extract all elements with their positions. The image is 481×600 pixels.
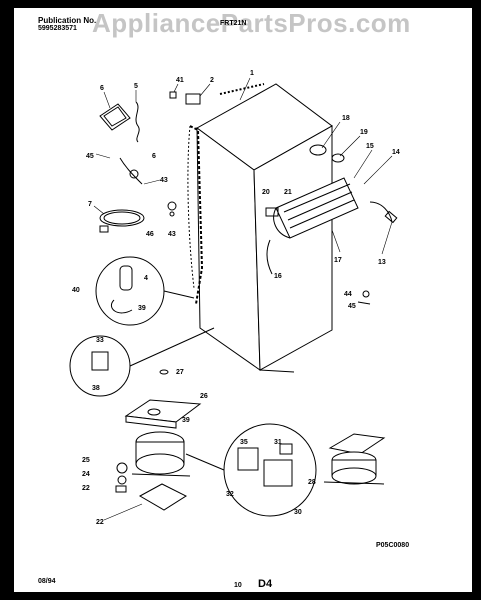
exploded-view-drawing: 1 2 41 6 5 45 6 43 7 46 43 40 4 39 33 38… xyxy=(69,70,400,526)
capillary-tube-13 xyxy=(369,201,393,223)
compressor-bracket-22 xyxy=(138,483,188,511)
callout-1: 1 xyxy=(250,70,254,77)
diagram-code: P05C0080 xyxy=(376,542,410,549)
relay-body xyxy=(91,351,109,371)
detail-circle-relay xyxy=(69,335,131,397)
wire-harness-5 xyxy=(135,101,140,143)
gasket-strip xyxy=(189,125,204,305)
footer-page-number: 10 xyxy=(234,582,242,589)
part-43 xyxy=(129,169,139,179)
gasket-side xyxy=(187,125,195,289)
screw-45 xyxy=(357,301,371,305)
callout-15: 15 xyxy=(366,143,374,150)
callout-35: 35 xyxy=(240,439,248,446)
bracket-2 xyxy=(185,93,201,105)
part-46 xyxy=(167,201,177,211)
callout-16: 16 xyxy=(274,273,282,280)
starter-relay-30 xyxy=(263,459,293,487)
callout-46: 46 xyxy=(146,231,154,238)
callout-33: 33 xyxy=(96,337,104,344)
footer-section: D4 xyxy=(258,578,273,590)
callout-45a: 45 xyxy=(86,153,94,160)
callout-19: 19 xyxy=(360,129,368,136)
callout-31: 31 xyxy=(274,439,282,446)
callout-2: 2 xyxy=(210,77,214,84)
part-frame-6 xyxy=(99,103,131,131)
relay-cover-31 xyxy=(279,443,293,455)
overload-35 xyxy=(237,447,259,471)
callout-20: 20 xyxy=(262,189,270,196)
callout-18: 18 xyxy=(342,115,350,122)
grommet-25 xyxy=(116,462,128,474)
callout-39b: 39 xyxy=(182,417,190,424)
callout-43a: 43 xyxy=(160,177,168,184)
defrost-heater-part xyxy=(119,265,133,291)
fan-blade-19 xyxy=(331,153,345,163)
publication-number: 5995283571 xyxy=(38,25,77,32)
gasket-top xyxy=(219,83,265,95)
condenser-coil-15 xyxy=(273,177,359,239)
screw-44 xyxy=(362,290,370,298)
model-number: FRT21N xyxy=(220,20,247,27)
callout-13: 13 xyxy=(378,259,386,266)
watermark-text: AppliancePartsPros.com xyxy=(92,8,411,38)
callout-14: 14 xyxy=(392,149,400,156)
bolt-22 xyxy=(115,485,127,493)
callout-45b: 45 xyxy=(348,303,356,310)
callout-28: 28 xyxy=(308,479,316,486)
grommet-24 xyxy=(117,475,127,485)
part-27 xyxy=(159,369,169,375)
compressor-assembly-28 xyxy=(323,433,386,485)
power-cord-plug xyxy=(99,225,109,233)
callout-21: 21 xyxy=(284,189,292,196)
callout-40: 40 xyxy=(72,287,80,294)
callout-17: 17 xyxy=(334,257,342,264)
callout-27: 27 xyxy=(176,369,184,376)
callout-22a: 22 xyxy=(82,485,90,492)
callout-25: 25 xyxy=(82,457,90,464)
callout-26: 26 xyxy=(200,393,208,400)
heater-wire xyxy=(110,299,133,314)
callout-6b: 6 xyxy=(152,153,156,160)
callout-22b: 22 xyxy=(96,519,104,526)
detail-circle-defrost xyxy=(95,256,165,326)
power-cord-coil-7 xyxy=(99,209,145,227)
callout-7: 7 xyxy=(88,201,92,208)
part-frame-6-inner xyxy=(103,106,127,127)
fan-motor-18 xyxy=(309,144,327,156)
callout-4: 4 xyxy=(144,275,148,282)
callout-44: 44 xyxy=(344,291,352,298)
callout-41: 41 xyxy=(176,77,184,84)
tube-16 xyxy=(266,239,273,275)
callout-labels: 1 2 41 6 5 45 6 43 7 46 43 40 4 39 33 38… xyxy=(72,70,400,526)
footer-date: 08/94 xyxy=(38,578,56,585)
callout-30: 30 xyxy=(294,509,302,516)
callout-39a: 39 xyxy=(138,305,146,312)
bracket-20 xyxy=(265,207,279,217)
callout-38: 38 xyxy=(92,385,100,392)
callout-24: 24 xyxy=(82,471,90,478)
clip-41 xyxy=(169,91,177,99)
callout-5: 5 xyxy=(134,83,138,90)
publication-label: Publication No. xyxy=(38,16,97,25)
callout-6a: 6 xyxy=(100,85,104,92)
cabinet-shape xyxy=(196,83,333,373)
parts-diagram-sheet: AppliancePartsPros.com Publication No. 5… xyxy=(14,8,472,592)
callout-43b: 43 xyxy=(168,231,176,238)
compressor-shape xyxy=(131,431,191,477)
callout-32: 32 xyxy=(226,491,234,498)
